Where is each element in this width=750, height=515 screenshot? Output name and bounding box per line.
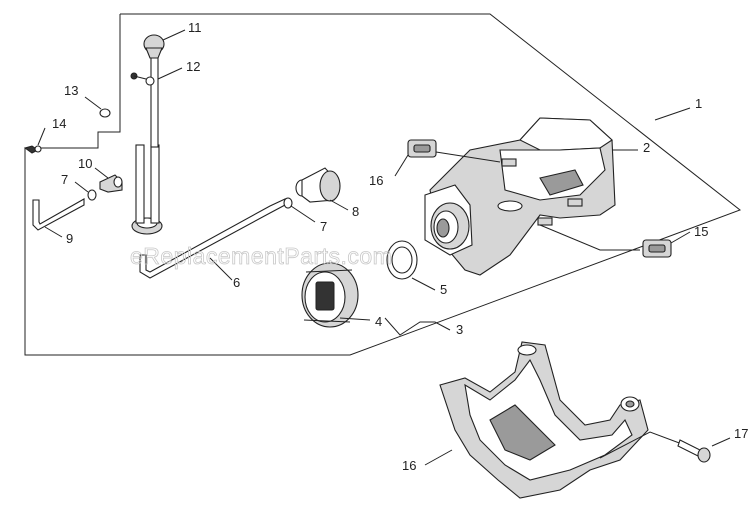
assembly-outline <box>24 13 742 356</box>
fuel-cap[interactable] <box>301 262 359 328</box>
cover-screw[interactable] <box>677 439 711 463</box>
leader-15 <box>670 231 691 244</box>
leader-1 <box>654 107 691 121</box>
callout-3: 3 <box>456 322 463 337</box>
leader-grommet-tank <box>435 151 501 163</box>
line-clamp-right[interactable] <box>283 197 293 209</box>
leader-7b <box>290 205 316 223</box>
elbow-fitting[interactable] <box>99 174 123 193</box>
callout-9: 9 <box>66 231 73 246</box>
pickup-tubes <box>135 144 160 224</box>
leader-5 <box>411 277 436 291</box>
leader-6 <box>209 257 233 281</box>
leader-10 <box>94 167 109 179</box>
leader-11 <box>162 29 186 41</box>
leader-16a <box>394 154 409 177</box>
callout-8: 8 <box>352 204 359 219</box>
callout-16b: 16 <box>402 458 416 473</box>
watermark: eReplacementParts.com <box>130 243 392 269</box>
callout-13: 13 <box>64 83 78 98</box>
callout-16a: 16 <box>369 173 383 188</box>
vent-valve[interactable] <box>130 72 155 86</box>
callout-4: 4 <box>375 314 382 329</box>
vent-fitting[interactable] <box>23 145 42 154</box>
tank-plug[interactable] <box>99 108 111 118</box>
leader-16b <box>424 449 453 466</box>
bracket-3 <box>384 317 451 336</box>
fuel-tank[interactable] <box>424 117 616 276</box>
leader-14 <box>37 127 46 146</box>
callout-7a: 7 <box>61 172 68 187</box>
leader-4 <box>339 317 371 321</box>
callout-17: 17 <box>734 426 748 441</box>
leader-13 <box>84 96 102 110</box>
primer-knob[interactable] <box>143 34 165 148</box>
callout-5: 5 <box>440 282 447 297</box>
callout-7b: 7 <box>320 219 327 234</box>
leader-cover-screw <box>599 431 691 459</box>
callout-10: 10 <box>78 156 92 171</box>
fuel-filter[interactable] <box>295 167 341 203</box>
leader-9 <box>44 226 63 238</box>
leader-7a <box>74 181 89 193</box>
tank-grommet-right[interactable] <box>642 239 672 258</box>
vent-tube[interactable] <box>32 198 85 231</box>
cap-gasket[interactable] <box>386 240 418 280</box>
callout-2: 2 <box>643 140 650 155</box>
callout-11: 11 <box>188 20 202 35</box>
leader-tank-grommet <box>539 224 640 251</box>
line-clamp-left[interactable] <box>87 189 97 201</box>
callout-6: 6 <box>233 275 240 290</box>
leader-17 <box>711 437 731 447</box>
leader-8 <box>329 199 349 211</box>
tank-grommet-top[interactable] <box>407 139 437 158</box>
callout-14: 14 <box>52 116 66 131</box>
callout-1: 1 <box>695 96 702 111</box>
leader-12 <box>157 67 183 80</box>
filler-neck <box>424 184 473 256</box>
tank-cover[interactable] <box>439 341 649 499</box>
callout-15: 15 <box>694 224 708 239</box>
callout-12: 12 <box>186 59 200 74</box>
